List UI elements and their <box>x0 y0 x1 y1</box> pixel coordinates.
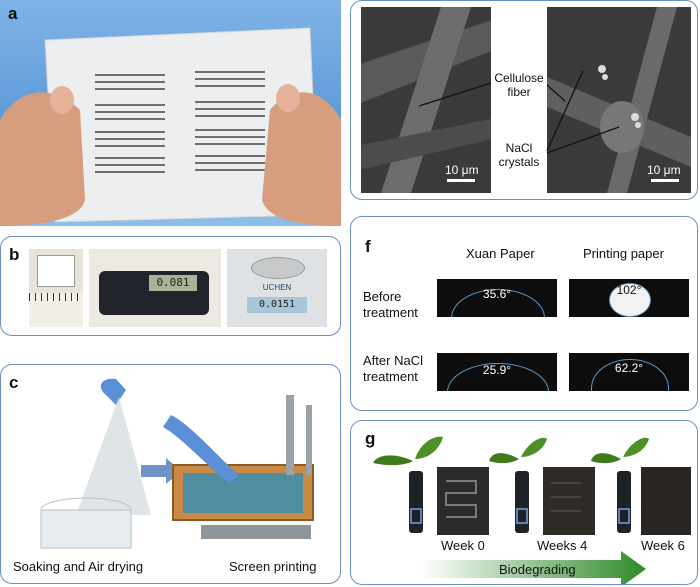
panel-g-illustration <box>373 436 691 584</box>
caption-soaking: Soaking and Air drying <box>13 559 144 574</box>
col-xuan-paper: Xuan Paper <box>466 246 535 261</box>
angle-xuan-after: 25.9° <box>482 363 512 377</box>
panel-f: f Xuan Paper Printing paper Before treat… <box>350 216 698 411</box>
cellulose-line-2: fiber <box>507 85 531 99</box>
panel-c: c Soaking and Air drying Screen printing <box>0 364 341 584</box>
scale-text-e: 10 μm <box>647 163 681 177</box>
printed-sample <box>37 255 75 287</box>
panel-f-label: f <box>365 237 371 256</box>
balance-display: 0.0151 <box>247 297 307 313</box>
row-before-line-2: treatment <box>363 305 418 320</box>
panel-b: b 0.081 UCHEN 0.0151 <box>0 236 341 336</box>
balance-brand: UCHEN <box>262 283 292 292</box>
paper-held-by-hands <box>0 27 341 226</box>
angle-xuan-before: 35.6° <box>482 287 512 301</box>
col-printing-paper: Printing paper <box>583 246 664 261</box>
week-4-label: Weeks 4 <box>537 538 588 553</box>
drop-printing-before: 102° <box>569 279 689 317</box>
balance-photo: UCHEN 0.0151 <box>227 249 327 327</box>
ruler <box>29 293 83 327</box>
drop-xuan-before: 35.6° <box>437 279 557 317</box>
panel-a-label: a <box>8 4 18 23</box>
ruler-sample-photo <box>29 249 83 327</box>
row-after-label: After NaCl treatment <box>363 353 423 385</box>
cellulose-label: Cellulose fiber <box>491 71 547 99</box>
row-after-line-2: treatment <box>363 369 418 384</box>
row-before-line-1: Before <box>363 289 402 304</box>
row-before-label: Before treatment <box>363 289 418 321</box>
droplet <box>609 283 651 317</box>
cellulose-line-1: Cellulose <box>494 71 544 85</box>
week-6-label: Week 6 <box>641 538 685 553</box>
micrometer-photo: 0.081 <box>89 249 221 327</box>
balance-pan <box>251 257 305 279</box>
angle-printing-after: 62.2° <box>614 361 644 375</box>
nacl-line-1: NaCl <box>505 141 533 155</box>
scale-bar-e <box>651 179 679 182</box>
panel-a: a <box>0 0 341 226</box>
panel-c-label: c <box>9 373 19 392</box>
drop-printing-after: 62.2° <box>569 353 689 391</box>
panel-b-label: b <box>9 245 20 264</box>
panel-a-photo <box>0 0 341 226</box>
biodegrading-label: Biodegrading <box>499 562 576 577</box>
panel-g-label: g <box>365 429 376 448</box>
scale-bar-d <box>447 179 475 182</box>
sem-image-d: 10 μm <box>361 7 491 193</box>
caption-screen-printing: Screen printing <box>229 559 317 574</box>
panel-c-illustration <box>40 378 314 549</box>
week-0-label: Week 0 <box>441 538 485 553</box>
sem-image-e: 10 μm <box>547 7 691 193</box>
panel-g: g Week 0 Weeks 4 Week 6 Biodegradi <box>350 420 698 585</box>
micrometer-display: 0.081 <box>149 275 197 291</box>
row-after-line-1: After NaCl <box>363 353 423 368</box>
angle-printing-before: 102° <box>616 283 642 297</box>
drop-xuan-after: 25.9° <box>437 353 557 391</box>
nacl-label: NaCl crystals <box>491 141 547 169</box>
nacl-line-2: crystals <box>498 155 540 169</box>
scale-text-d: 10 μm <box>445 163 479 177</box>
panel-de: d 10 μm Cellulose fiber NaCl crystals e … <box>350 0 698 200</box>
